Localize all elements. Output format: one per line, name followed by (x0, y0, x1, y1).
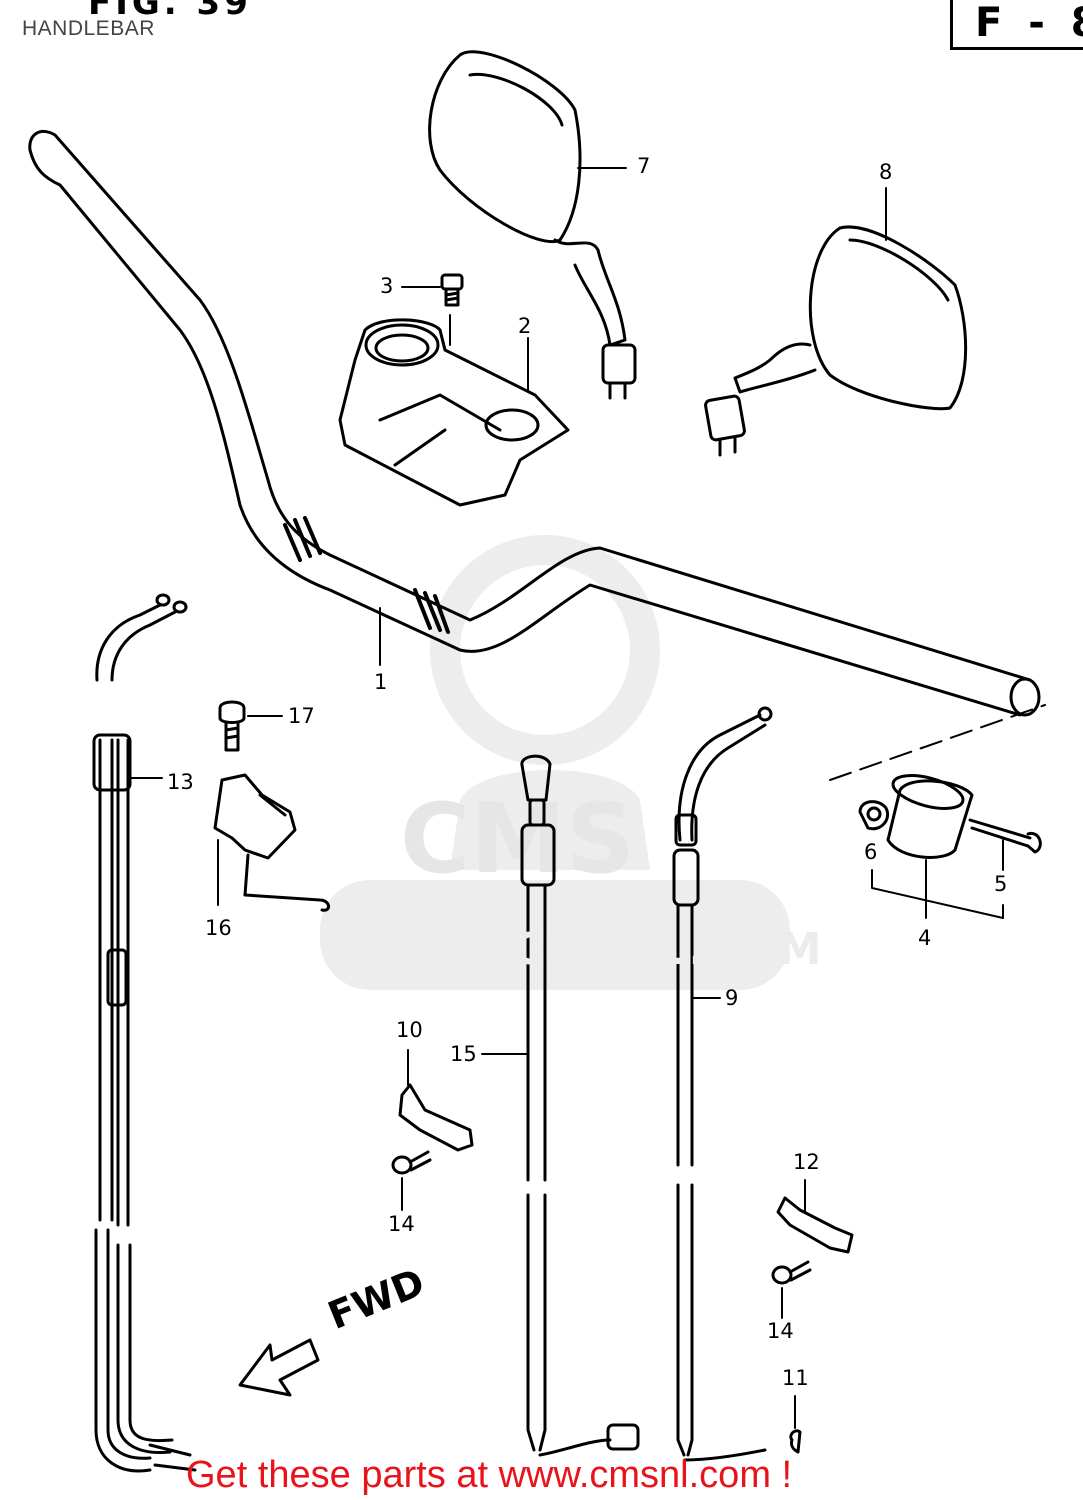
cable-guide (213, 773, 330, 912)
footer-banner[interactable]: Get these parts at www.cmsnl.com ! (186, 1454, 793, 1496)
callout-4: 4 (918, 926, 932, 950)
left-mirror (428, 50, 637, 400)
handlebar (28, 129, 1041, 717)
fwd-arrow (238, 1338, 320, 1397)
callout-14-a: 14 (388, 1212, 415, 1236)
right-mirror (704, 187, 968, 457)
watermark-url: WWW.CMSNL.COM (348, 924, 823, 975)
cable-clamp-12 (776, 1179, 854, 1254)
holder-bolt (401, 273, 464, 346)
callout-13: 13 (167, 770, 194, 794)
balancer-set (829, 704, 1046, 919)
clamp-screw-14a (391, 1150, 432, 1211)
watermark-brand: CMS (400, 783, 635, 895)
callout-7: 7 (637, 154, 651, 178)
cable-clip (789, 1395, 802, 1454)
callout-2: 2 (518, 314, 532, 338)
throttle-cable-set (92, 593, 197, 1473)
callout-9: 9 (725, 986, 739, 1010)
callout-3: 3 (380, 274, 394, 298)
guide-bolt (218, 700, 283, 752)
callout-11: 11 (782, 1366, 809, 1390)
choke-cable (672, 706, 773, 1462)
callout-10: 10 (396, 1018, 423, 1042)
callout-17: 17 (288, 704, 315, 728)
figure-title: FIG. 39 (88, 0, 252, 23)
clutch-cable (481, 754, 640, 1457)
watermark-logo (320, 535, 790, 990)
clamp-screw-14b (771, 1260, 812, 1319)
handlebar-holder (338, 318, 570, 507)
callout-14-b: 14 (767, 1319, 794, 1343)
callout-6: 6 (864, 840, 878, 864)
callout-16: 16 (205, 916, 232, 940)
cable-clamp-10 (398, 1049, 474, 1152)
page-title: HANDLEBAR (22, 17, 155, 40)
callout-5: 5 (994, 872, 1008, 896)
callout-12: 12 (793, 1150, 820, 1174)
callout-1: 1 (374, 670, 388, 694)
callout-15: 15 (450, 1042, 477, 1066)
callout-8: 8 (879, 160, 893, 184)
figure-code-box: F - 8 (950, 0, 1083, 50)
